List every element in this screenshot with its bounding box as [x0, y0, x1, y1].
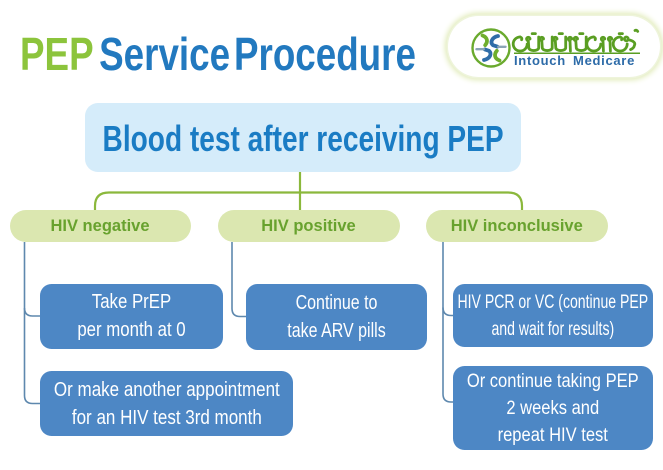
- svg-text:Intouch Medicare: Intouch Medicare: [514, 53, 635, 68]
